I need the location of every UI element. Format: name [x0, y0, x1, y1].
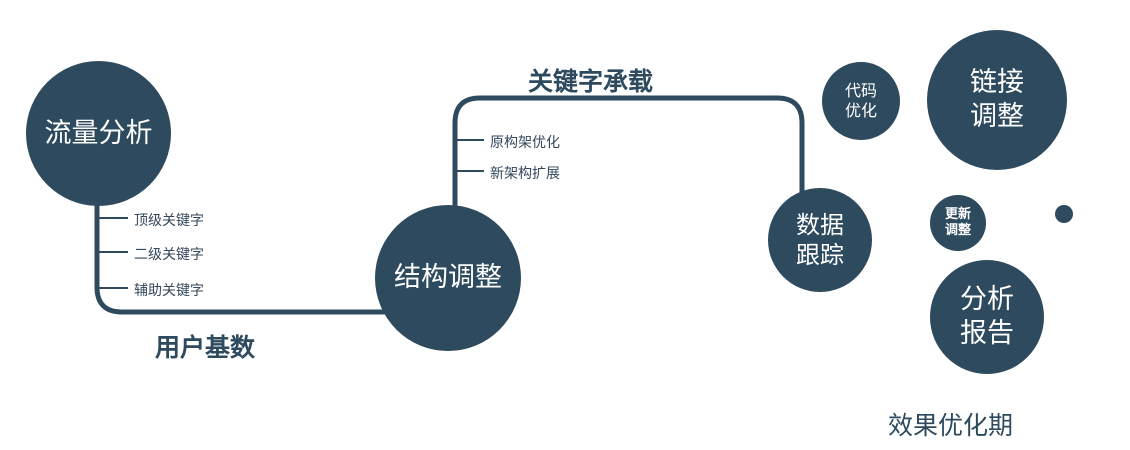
node-update-adjustment-line2: 调整	[944, 223, 971, 238]
connector-structure-to-tracking	[452, 95, 805, 215]
decorative-dot	[1055, 205, 1073, 223]
branch-label-original-architecture: 原构架优化	[490, 135, 560, 151]
node-structure-adjustment-label: 结构调整	[394, 262, 502, 294]
node-analysis-report-line2: 报告	[960, 318, 1014, 349]
node-structure-adjustment: 结构调整	[375, 205, 521, 351]
node-traffic-analysis: 流量分析	[26, 61, 171, 206]
branch-label-new-architecture: 新架构扩展	[490, 166, 560, 182]
node-code-optimization: 代码 优化	[822, 62, 900, 140]
node-data-tracking: 数据 跟踪	[768, 188, 872, 292]
node-data-tracking-line1: 数据	[796, 211, 844, 239]
node-code-optimization-line1: 代码	[844, 81, 877, 100]
node-data-tracking-line2: 跟踪	[796, 241, 844, 269]
node-update-adjustment-line1: 更新	[944, 206, 971, 222]
node-link-adjustment-line1: 链接	[970, 67, 1024, 99]
label-optimization-period: 效果优化期	[888, 411, 1014, 440]
connector-traffic-to-structure	[94, 198, 410, 315]
node-analysis-report-line1: 分析	[960, 284, 1014, 316]
node-update-adjustment: 更新 调整	[930, 195, 986, 251]
edge-label-keyword-bearing: 关键字承载	[528, 67, 654, 96]
branch-label-top-keywords: 顶级关键字	[134, 213, 204, 229]
node-traffic-analysis-label: 流量分析	[44, 117, 153, 149]
node-link-adjustment-line2: 调整	[970, 101, 1024, 132]
node-analysis-report: 分析 报告	[930, 260, 1044, 374]
branch-label-secondary-keywords: 二级关键字	[134, 247, 204, 263]
edge-label-user-base: 用户基数	[155, 333, 256, 362]
node-code-optimization-line2: 优化	[844, 101, 877, 120]
node-link-adjustment: 链接 调整	[927, 30, 1067, 170]
branch-label-auxiliary-keywords: 辅助关键字	[134, 283, 204, 299]
